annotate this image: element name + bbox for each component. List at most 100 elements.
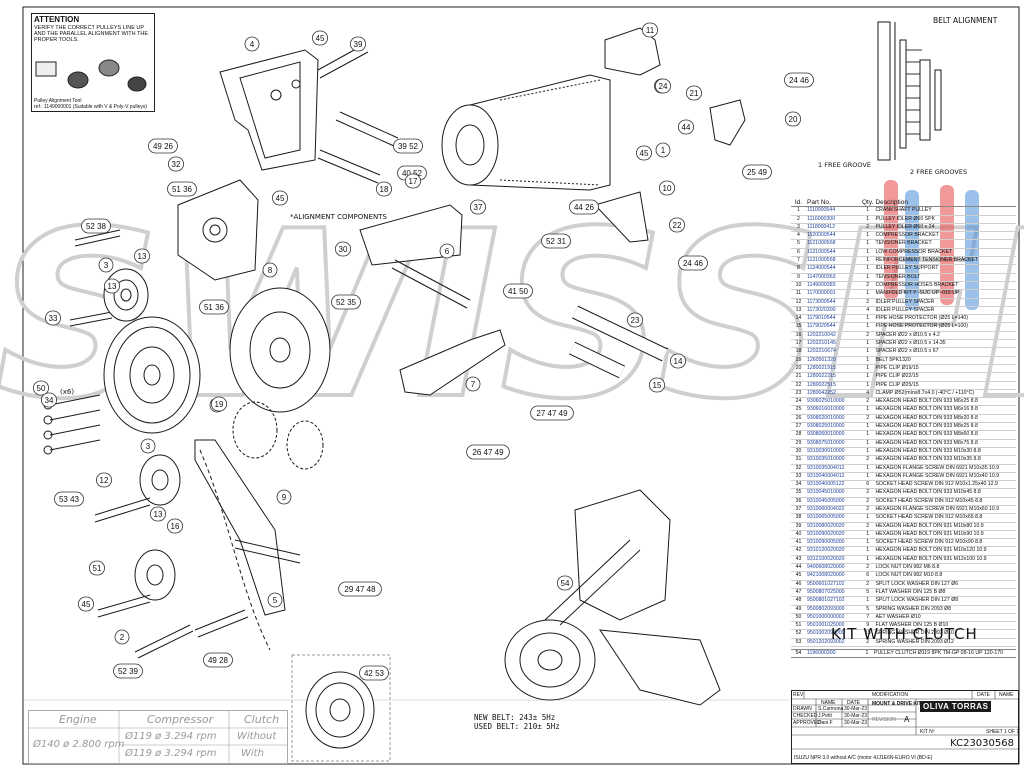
callout-label: 20	[789, 115, 798, 124]
part-description: PULLEY IDLER Ø60 SPK	[874, 215, 1016, 224]
part-id: 2	[791, 215, 806, 224]
part-description: BELT 5PK1320	[874, 356, 1016, 365]
revision-label: REVISION	[872, 717, 896, 723]
callout-outline	[784, 72, 814, 88]
part-qty: 1	[861, 206, 875, 216]
part-id: 43	[791, 555, 806, 565]
callout-outline	[742, 164, 772, 180]
callout-label: 24	[659, 82, 668, 91]
callout-outline	[114, 629, 130, 645]
callout-bubble: 5	[267, 592, 283, 608]
alignment-components-label: *ALIGNMENT COMPONENTS	[290, 213, 387, 221]
part-id: 23	[791, 389, 806, 399]
tool-laser-icon	[98, 59, 120, 77]
callout-bubble: 33	[45, 310, 62, 326]
engine-compressor-table: Engine Compressor Clutch Ø140 ø 2.800 rp…	[28, 710, 288, 764]
callout-bubble: 52 38	[81, 218, 111, 234]
part-id: 26	[791, 414, 806, 424]
part-id: 10	[791, 281, 806, 291]
one-free-groove-label: 1 FREE GROOVE	[818, 161, 871, 169]
clutch-value-1: Without	[237, 731, 277, 742]
part-description: HEXAGON HEAD BOLT DIN 933 M8x60 8.8	[874, 430, 1016, 440]
part-number: 9310090005000	[806, 538, 861, 548]
part-qty: 2	[861, 298, 875, 307]
callout-outline	[785, 111, 802, 127]
callout-outline	[569, 199, 599, 215]
callout-label: 15	[653, 381, 662, 390]
part-number: 9308020010000	[806, 414, 861, 424]
part-number: 1173020300	[806, 306, 861, 316]
part-id: 12	[791, 298, 806, 307]
title-block: REV MODIFICATION DATE NAME NAME DATE DRA…	[791, 690, 1019, 764]
part-id: 49	[791, 605, 806, 614]
part-number: 9310090020020	[806, 530, 861, 540]
callout-outline	[655, 78, 672, 94]
callout-outline	[466, 444, 510, 460]
part-id: 3	[791, 223, 806, 233]
callout-bubble: 30	[334, 241, 351, 257]
vehicle-description: ISUZU NPR 3.0 without A/C (motor 4JJ1E6N…	[794, 755, 933, 761]
callout-label: 1	[661, 146, 666, 155]
part-description: HEXAGON FLANGE SCREW DIN 6921 M10x35 10.…	[874, 464, 1016, 473]
part-qty: 1	[861, 538, 875, 548]
callout-outline	[262, 262, 278, 278]
part-qty: 1	[861, 372, 875, 382]
part-number: 1260501320	[806, 356, 861, 365]
callout-bubble: 13	[133, 248, 150, 264]
callout-label: 3	[146, 442, 151, 451]
part-description: REINFORCEMENT TENSIONER BRACKET	[874, 256, 1016, 266]
part-number: 9310045005000	[806, 497, 861, 507]
callout-label: 44	[682, 123, 691, 132]
callout-label: 39 52	[398, 142, 419, 151]
callout-bubble: 17	[404, 173, 421, 189]
header-part: Part No.	[806, 199, 861, 208]
part-description: CRANKSHAFT PULLEY	[874, 206, 1016, 216]
callout-label: 14	[674, 357, 683, 366]
part-qty: 1	[861, 530, 875, 540]
callout-bubble: 8	[262, 262, 278, 278]
callout-label: 29 47 48	[344, 585, 376, 594]
callout-bubble: 25 49	[742, 164, 772, 180]
callout-bubble: 52 35	[331, 294, 361, 310]
part-qty: 7	[861, 613, 875, 623]
callout-bubble: 44	[678, 119, 695, 135]
callout-bubble: 1	[655, 142, 671, 158]
callout-outline	[167, 156, 184, 172]
part-qty: 5	[861, 588, 875, 598]
callout-label: 52 39	[118, 667, 139, 676]
part-id: 13	[791, 306, 806, 316]
callout-label: 52 31	[546, 237, 567, 246]
part-description: FLAT WASHER DIN 125 B Ø10	[874, 621, 1016, 631]
part-description: SPRING WASHER DIN 2093 Ø12	[874, 638, 1016, 648]
part-qty: 1	[861, 231, 875, 241]
callout-bubble: 29 47 48	[338, 581, 382, 597]
callout-label: 42 53	[364, 669, 385, 678]
part-qty: 2	[861, 505, 875, 515]
part-description: LOCK NUT DIN 982 M6 8.8	[874, 563, 1016, 573]
part-number: 9310030010000	[806, 447, 861, 457]
callout-outline	[375, 181, 392, 197]
part-description: PIPE CLIP Ø19/15	[874, 364, 1016, 374]
part-qty: 1	[861, 356, 875, 365]
part-id: 48	[791, 596, 806, 606]
part-description: LOW COMPRESSOR BRACKET	[874, 248, 1016, 258]
callout-label: 13	[138, 252, 147, 261]
callout-outline	[469, 199, 486, 215]
callout-outline	[199, 299, 229, 315]
kit-with-clutch-title: KIT WITH CLUTCH	[831, 625, 978, 643]
callout-label: 13	[154, 510, 163, 519]
